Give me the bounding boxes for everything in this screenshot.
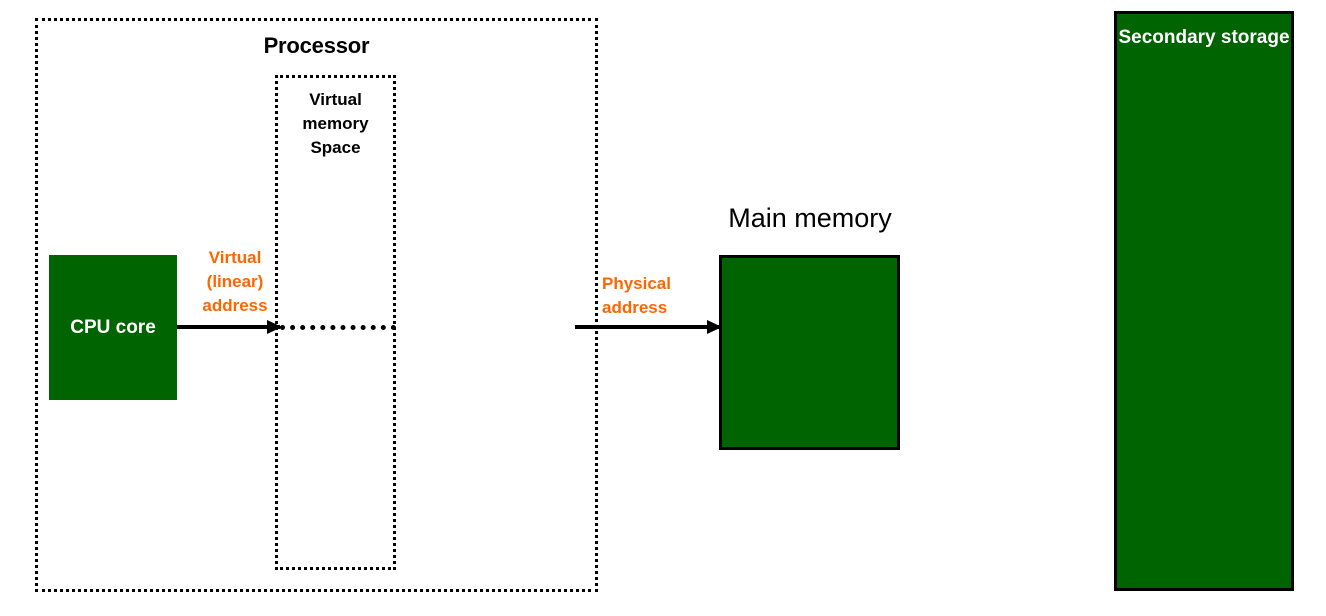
cpu-core-label: CPU core [70,316,156,338]
physical-address-label: Physical address [602,274,671,318]
main-memory-title: Main memory [728,203,892,233]
secondary-storage-block: Secondary storage [1114,11,1294,591]
physical-address-arrow [575,325,720,329]
virtual-memory-space-label: Virtual memory Space [302,90,369,158]
processor-boundary: Processor [35,18,598,592]
virtual-address-label: Virtual (linear) address [202,248,268,316]
cpu-core-block: CPU core [49,255,177,400]
virtual-address-arrow [177,325,280,329]
secondary-storage-label: Secondary storage [1118,27,1290,48]
processor-title: Processor [263,33,370,58]
virtual-memory-space-box: Virtual memory Space [275,75,396,570]
virtual-memory-dotted-connector [280,325,396,330]
main-memory-block [719,255,900,450]
